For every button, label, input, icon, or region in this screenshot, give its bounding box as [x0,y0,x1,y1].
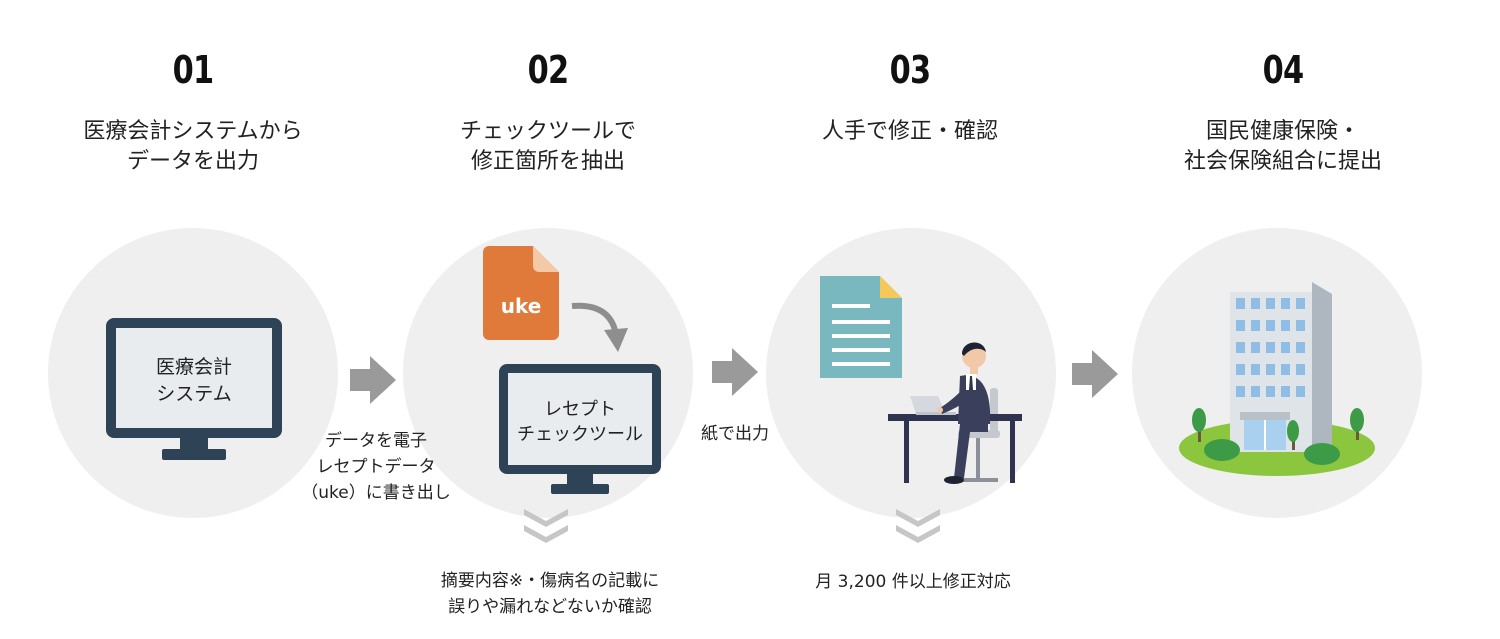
step-circle-03 [766,228,1056,518]
chevron-down-icon [896,509,940,543]
caption-check-errors-line1: 摘要内容※・傷病名の記載に [440,571,660,591]
caption-monthly-count: 月 3,200 件以上修正対応 [815,572,1011,592]
next-arrow-icon [1072,350,1118,398]
caption-export-uke-line1: データを電子 [325,431,427,451]
caption-export-uke-line2: レセプトデータ [316,457,436,477]
monitor-icon: レセプト チェックツール [499,364,661,494]
chevron-down-icon [524,509,568,543]
step-number-03: 03 [889,48,932,92]
screen1-line1: 医療会計 [156,356,232,378]
caption-check-errors: 摘要内容※・傷病名の記載に 誤りや漏れなどないか確認 [395,568,705,620]
next-arrow-icon [712,348,758,396]
step-title-01-line2: データを出力 [126,149,259,174]
step-title-02-line1: チェックツールで [459,119,636,144]
step-title-02: チェックツールで 修正箇所を抽出 [398,117,698,177]
step-number-04: 04 [1262,48,1305,92]
step-title-04: 国民健康保険・ 社会保険組合に提出 [1133,117,1433,177]
caption-paper-output: 紙で出力 [701,424,769,444]
caption-check-errors-line2: 誤りや漏れなどないか確認 [448,597,652,617]
step-title-04-line1: 国民健康保険・ [1205,119,1360,144]
screen1-line2: システム [156,383,231,405]
step-number-02: 02 [527,48,570,92]
step-title-03-line1: 人手で修正・確認 [821,119,998,144]
step-title-01-line1: 医療会計システムから [83,119,303,144]
uke-file-icon: uke [483,246,559,340]
screen2-line1: レセプト [544,399,616,420]
screen2-line2: チェックツール [517,424,643,445]
step-title-01: 医療会計システムから データを出力 [43,117,343,177]
step-title-04-line2: 社会保険組合に提出 [1183,149,1382,174]
next-arrow-icon [350,356,396,404]
person-at-desk-icon [888,342,1022,484]
monitor-icon: 医療会計 システム [106,318,282,460]
building-icon [1179,282,1375,476]
uke-file-label: uke [501,294,542,318]
curved-arrow-icon [571,302,628,352]
caption-export-uke: データを電子 レセプトデータ （uke）に書き出し [286,428,466,506]
step-title-03: 人手で修正・確認 [760,117,1060,147]
step-title-02-line2: 修正箇所を抽出 [470,149,625,174]
step-number-01: 01 [172,48,215,92]
document-icon [820,276,902,378]
caption-export-uke-line3: （uke）に書き出し [301,483,451,503]
